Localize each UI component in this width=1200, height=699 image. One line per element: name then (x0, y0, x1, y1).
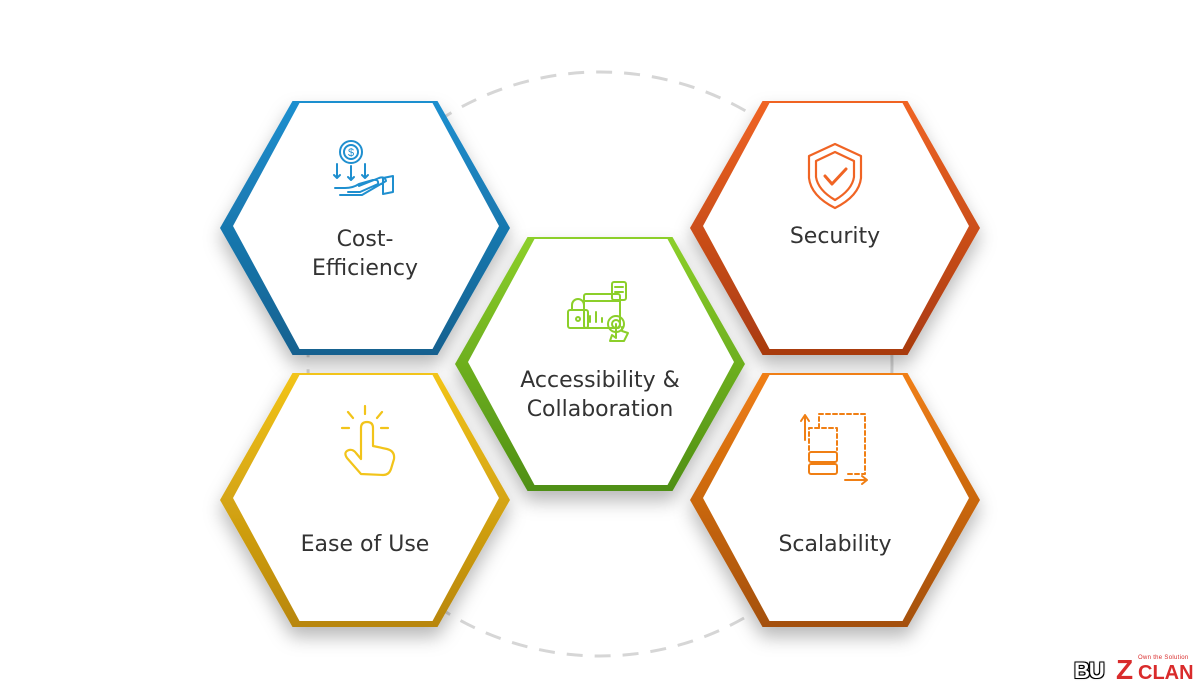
hexagon-ease (220, 373, 510, 627)
hexagon-access (455, 237, 745, 491)
hexagon-fill (233, 103, 499, 349)
hand-coin-icon: $ (333, 140, 394, 196)
hexagon-label-security: Security (789, 224, 881, 249)
buzzclan-logo: BU Z Own the Solution CLAN (1074, 654, 1194, 685)
dashed-ring (306, 70, 894, 658)
hexagon-fill (703, 375, 969, 621)
tap-finger-icon (340, 404, 396, 477)
svg-text:$: $ (348, 147, 354, 159)
hexagon-security (690, 101, 980, 355)
hexagon-scale (690, 373, 980, 627)
dashboard-touch-icon (567, 281, 629, 342)
hexagon-fill (468, 239, 734, 485)
hexagon-fill (703, 103, 969, 349)
hexagon-label-scale: Scalability (778, 532, 892, 557)
shield-check-icon (807, 142, 863, 210)
hexagon-label-access: Accessibility &Collaboration (520, 368, 680, 422)
server-scale-icon (800, 413, 868, 485)
hexagon-fill (233, 375, 499, 621)
hexagon-cost: $ (220, 101, 510, 355)
hexagon-label-ease: Ease of Use (300, 532, 430, 557)
hexagon-label-cost: Cost-Efficiency (312, 227, 418, 281)
